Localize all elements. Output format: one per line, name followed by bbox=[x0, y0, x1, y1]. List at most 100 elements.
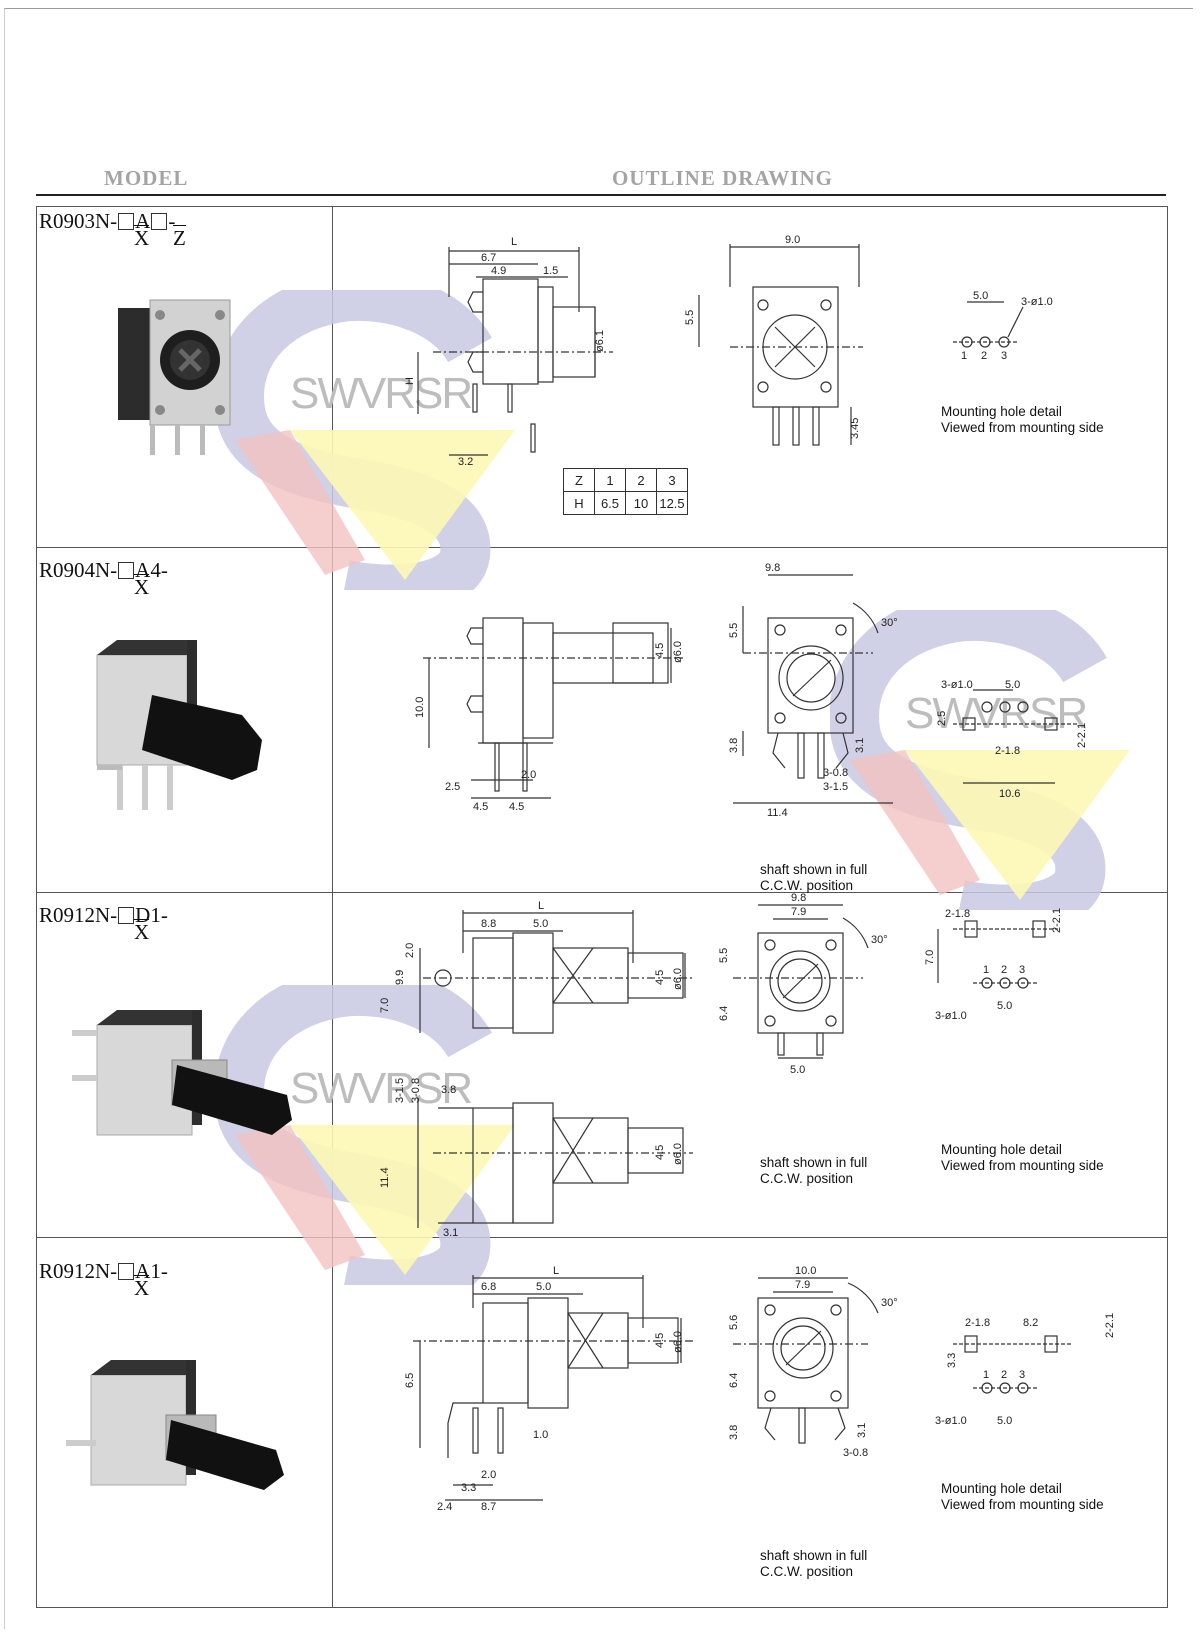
product-photo-r0912n-a1 bbox=[66, 1360, 284, 1490]
svg-text:6.7: 6.7 bbox=[481, 252, 496, 264]
svg-text:3: 3 bbox=[1019, 1369, 1025, 1381]
svg-text:3.3: 3.3 bbox=[461, 1482, 476, 1494]
svg-text:3.1: 3.1 bbox=[443, 1227, 458, 1238]
spec-table bbox=[36, 206, 1168, 1608]
svg-text:ø6.0: ø6.0 bbox=[672, 641, 684, 663]
row-divider-3 bbox=[36, 1237, 1168, 1238]
svg-text:6.5: 6.5 bbox=[404, 1373, 416, 1388]
variant-x-4: X bbox=[134, 1275, 150, 1300]
outline-drawing-r0904n: 4.5 ø6.0 10.0 2.5 4.5 4.5 2.0 9.8 5.5 30… bbox=[414, 562, 1088, 819]
outline-drawing-header: OUTLINE DRAWING bbox=[612, 166, 833, 190]
svg-text:3-1.5: 3-1.5 bbox=[394, 1078, 406, 1103]
page-frame bbox=[4, 8, 1193, 1629]
svg-text:2.0: 2.0 bbox=[404, 943, 416, 958]
svg-text:1.0: 1.0 bbox=[533, 1429, 548, 1441]
svg-text:2.5: 2.5 bbox=[936, 711, 948, 726]
svg-text:2-2.1: 2-2.1 bbox=[1051, 908, 1063, 933]
blank-box bbox=[118, 213, 135, 230]
svg-text:4.9: 4.9 bbox=[491, 265, 506, 277]
svg-text:2: 2 bbox=[1001, 964, 1007, 976]
row-divider-1 bbox=[36, 547, 1168, 548]
svg-text:4.5: 4.5 bbox=[654, 970, 666, 985]
model-header: MODEL bbox=[104, 166, 189, 190]
svg-text:6.8: 6.8 bbox=[481, 1281, 496, 1293]
svg-text:2-1.8: 2-1.8 bbox=[965, 1317, 990, 1329]
model-name-r0912n-a1: R0912N-A1- bbox=[39, 1259, 168, 1283]
svg-text:7.0: 7.0 bbox=[379, 998, 391, 1013]
svg-text:L: L bbox=[538, 900, 544, 912]
product-photo-r0903n bbox=[118, 299, 231, 455]
svg-text:3.3: 3.3 bbox=[946, 1353, 958, 1368]
blank-box bbox=[151, 213, 168, 230]
outline-drawing-r0912n-d1: L 8.8 5.0 2.0 9.9 7.0 4.5 ø6.0 3.8 3-1.5… bbox=[379, 893, 1063, 1238]
svg-text:2.4: 2.4 bbox=[437, 1501, 452, 1513]
product-photo-r0904n bbox=[96, 640, 262, 810]
svg-text:5.0: 5.0 bbox=[1005, 679, 1020, 691]
svg-text:4.5: 4.5 bbox=[654, 1333, 666, 1348]
svg-text:2-2.1: 2-2.1 bbox=[1076, 723, 1088, 748]
svg-text:5.5: 5.5 bbox=[728, 623, 740, 638]
product-photo-r0912n-d1 bbox=[72, 1010, 292, 1136]
svg-text:6.4: 6.4 bbox=[728, 1373, 740, 1388]
svg-text:5.6: 5.6 bbox=[728, 1315, 740, 1330]
svg-text:3-ø1.0: 3-ø1.0 bbox=[935, 1010, 967, 1022]
svg-text:5.5: 5.5 bbox=[718, 948, 730, 963]
blank-box bbox=[118, 562, 135, 579]
variant-z-1: Z bbox=[173, 225, 186, 250]
svg-text:8.2: 8.2 bbox=[1023, 1317, 1038, 1329]
svg-text:3-0.8: 3-0.8 bbox=[410, 1078, 422, 1103]
svg-text:10.6: 10.6 bbox=[999, 788, 1020, 800]
svg-text:30°: 30° bbox=[871, 934, 888, 946]
svg-text:4.5: 4.5 bbox=[509, 801, 524, 813]
svg-text:1: 1 bbox=[983, 964, 989, 976]
svg-text:1: 1 bbox=[983, 1369, 989, 1381]
svg-text:5.0: 5.0 bbox=[790, 1064, 805, 1076]
svg-text:5.0: 5.0 bbox=[973, 290, 988, 302]
svg-text:3: 3 bbox=[1019, 964, 1025, 976]
svg-text:4.5: 4.5 bbox=[654, 1145, 666, 1160]
header-rule bbox=[36, 194, 1166, 196]
model-name-r0903n: R0903N-A- bbox=[39, 209, 176, 233]
outline-drawing-r0903n: L 6.7 4.9 1.5 ø6.1 H 3.2 9.0 5.5 3.45 5.… bbox=[404, 234, 1053, 468]
svg-text:1.5: 1.5 bbox=[543, 265, 558, 277]
svg-text:2-1.8: 2-1.8 bbox=[995, 745, 1020, 757]
row-divider-2 bbox=[36, 892, 1168, 893]
svg-text:11.4: 11.4 bbox=[767, 807, 788, 819]
svg-text:30°: 30° bbox=[881, 1297, 898, 1309]
svg-text:3-ø1.0: 3-ø1.0 bbox=[935, 1415, 967, 1427]
svg-text:3.8: 3.8 bbox=[728, 738, 740, 753]
svg-text:5.0: 5.0 bbox=[533, 918, 548, 930]
svg-text:9.8: 9.8 bbox=[765, 562, 780, 574]
svg-text:3.1: 3.1 bbox=[856, 1423, 868, 1438]
svg-text:7.0: 7.0 bbox=[924, 950, 936, 965]
svg-text:2-2.1: 2-2.1 bbox=[1104, 1313, 1116, 1338]
svg-text:L: L bbox=[553, 1265, 559, 1277]
svg-text:4.5: 4.5 bbox=[473, 801, 488, 813]
svg-text:2-1.8: 2-1.8 bbox=[945, 908, 970, 920]
svg-text:3: 3 bbox=[1001, 350, 1007, 362]
svg-text:ø6.0: ø6.0 bbox=[672, 968, 684, 990]
svg-text:3-0.8: 3-0.8 bbox=[843, 1447, 868, 1459]
svg-text:5.5: 5.5 bbox=[684, 310, 696, 325]
svg-text:H: H bbox=[404, 377, 416, 385]
svg-text:5.0: 5.0 bbox=[997, 1000, 1012, 1012]
variant-x-3: X bbox=[134, 919, 150, 944]
svg-text:2.0: 2.0 bbox=[481, 1469, 496, 1481]
svg-text:3.45: 3.45 bbox=[849, 418, 861, 439]
svg-text:7.9: 7.9 bbox=[791, 906, 806, 918]
blank-box bbox=[118, 907, 135, 924]
svg-text:3-0.8: 3-0.8 bbox=[823, 767, 848, 779]
svg-text:9.0: 9.0 bbox=[785, 234, 800, 246]
variant-x-1: X bbox=[134, 225, 150, 250]
svg-text:2: 2 bbox=[1001, 1369, 1007, 1381]
model-name-r0904n: R0904N-A4- bbox=[39, 558, 168, 582]
svg-text:3-1.5: 3-1.5 bbox=[823, 781, 848, 793]
svg-text:9.9: 9.9 bbox=[394, 970, 406, 985]
svg-text:30°: 30° bbox=[881, 617, 898, 629]
